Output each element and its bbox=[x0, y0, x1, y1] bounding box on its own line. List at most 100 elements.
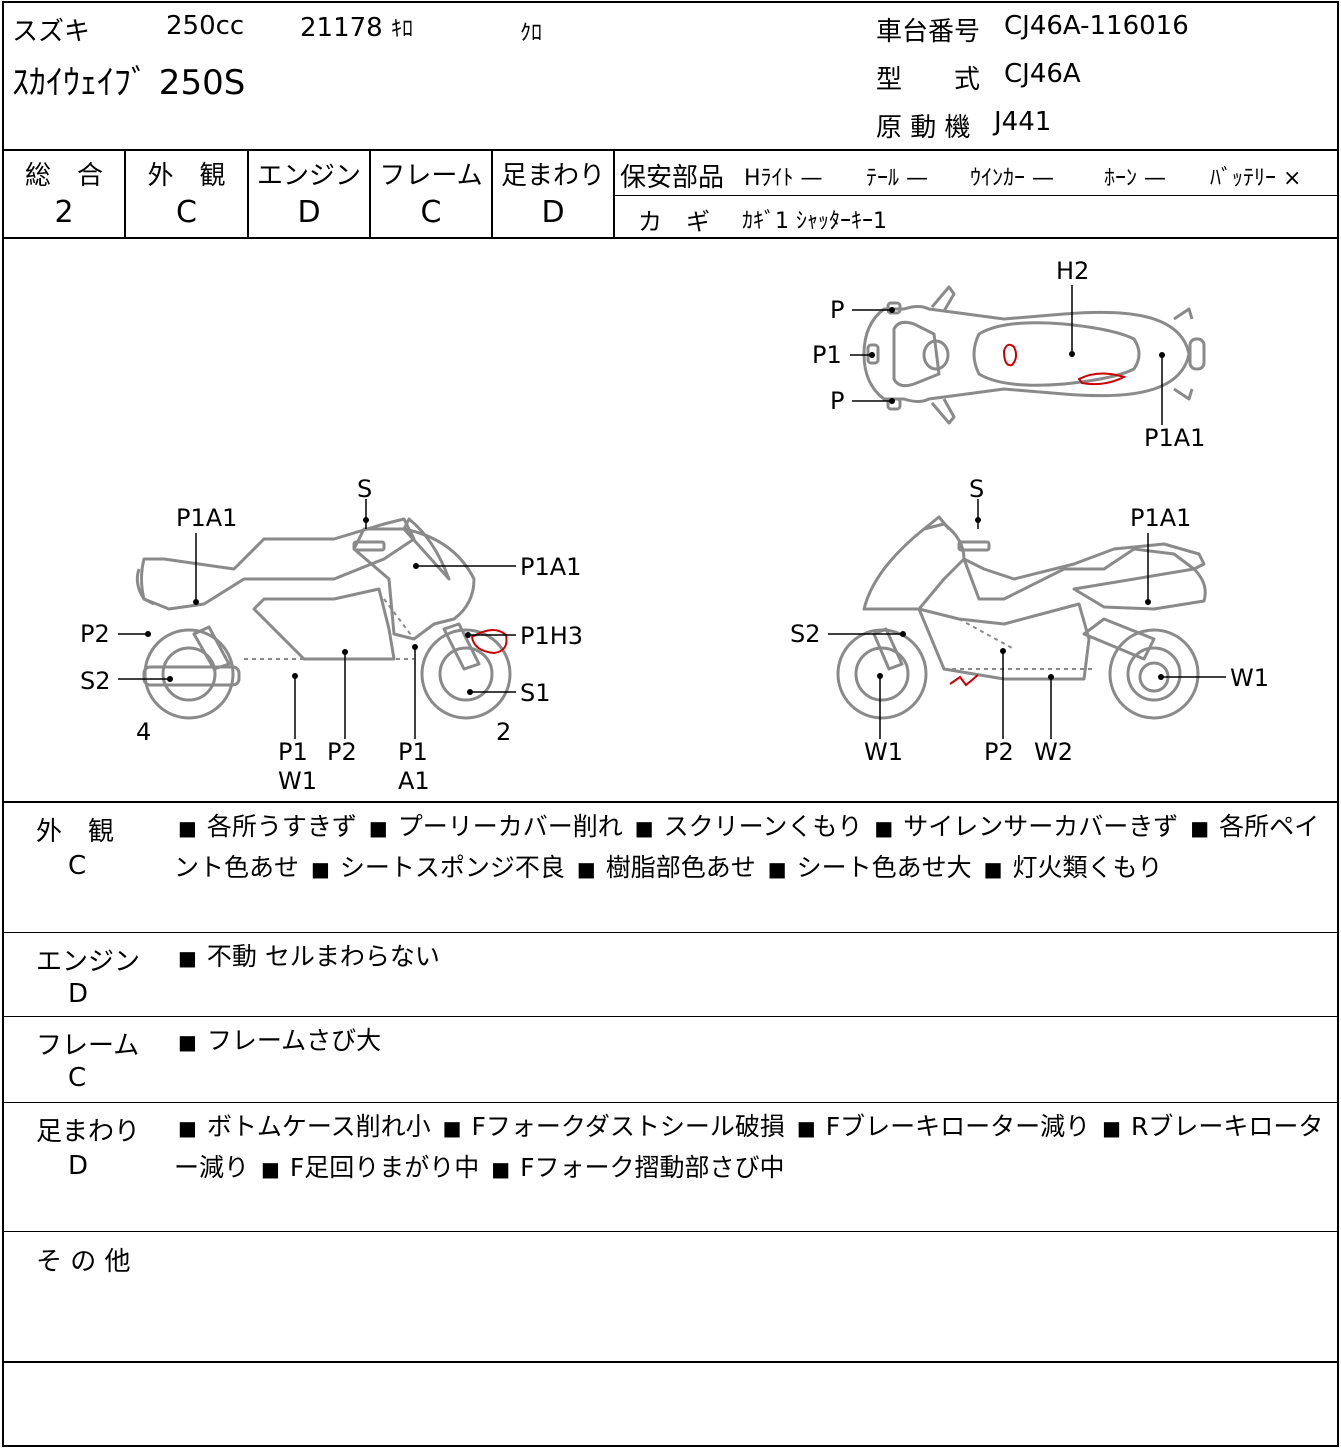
grade-suspension-value: D bbox=[541, 195, 565, 230]
list-item: ボトムケース削れ小 bbox=[206, 1112, 431, 1141]
label-p: P bbox=[830, 387, 844, 415]
label-s2: S2 bbox=[80, 667, 111, 695]
safety-winker: ｳｲﾝｶｰ — bbox=[970, 166, 1055, 191]
key-label: カ ギ bbox=[638, 208, 710, 236]
divider bbox=[4, 237, 1337, 239]
section-other-label: そ の 他 bbox=[36, 1247, 131, 1277]
divider bbox=[4, 1016, 1337, 1017]
label-p1a1: P1A1 bbox=[520, 553, 581, 581]
list-item: スクリーンくもり bbox=[663, 812, 863, 841]
maker: スズキ bbox=[12, 17, 91, 47]
left-view-labels: S P1A1 P1A1 P2 P1H3 S2 S1 4 2 P1 W1 P2 P… bbox=[80, 475, 583, 795]
label-p1a1: P1A1 bbox=[176, 504, 237, 532]
list-item: シート色あせ大 bbox=[796, 853, 972, 882]
mileage-value: 21178 bbox=[300, 13, 383, 43]
list-item: 樹脂部色あせ bbox=[605, 853, 756, 882]
list-item: 各所うすきず bbox=[206, 812, 357, 841]
displacement: 250cc bbox=[166, 11, 245, 41]
list-item: プーリーカバー削れ bbox=[397, 812, 623, 841]
safety-headlight: Hﾗｲﾄ — bbox=[744, 166, 823, 191]
grade-engine-label: エンジン bbox=[256, 161, 361, 191]
label-p2: P2 bbox=[984, 738, 1014, 766]
label-w2: W2 bbox=[1034, 738, 1073, 766]
grade-overall-value: 2 bbox=[54, 195, 74, 230]
engine-label: 原 動 機 bbox=[876, 113, 971, 143]
color: ｸﾛ bbox=[520, 21, 543, 46]
right-view-labels: S P1A1 S2 W1 W1 P2 W2 bbox=[790, 475, 1269, 766]
label-p1a1: P1A1 bbox=[1130, 504, 1191, 532]
section-exterior-grade: C bbox=[68, 851, 87, 881]
top-view-drawing bbox=[862, 285, 1206, 425]
top-view-labels: H2 P P1 P P1A1 bbox=[812, 257, 1205, 452]
label-s: S bbox=[357, 475, 372, 503]
list-item: シートスポンジ不良 bbox=[339, 853, 565, 882]
divider bbox=[247, 149, 249, 237]
safety-taillight: ﾃｰﾙ — bbox=[866, 166, 929, 191]
section-frame-grade: C bbox=[68, 1063, 87, 1093]
right-view-drawing bbox=[836, 499, 1207, 720]
label-s: S bbox=[969, 475, 984, 503]
divider bbox=[4, 1102, 1337, 1103]
label-p1a1: P1A1 bbox=[1144, 424, 1205, 452]
grade-overall-label: 総 合 bbox=[24, 161, 103, 191]
divider bbox=[369, 149, 371, 237]
label-p1h3: P1H3 bbox=[520, 622, 583, 650]
section-engine-grade: D bbox=[68, 979, 89, 1009]
label-s1: S1 bbox=[520, 679, 551, 707]
section-engine-items: ■不動 セルまわらない bbox=[178, 942, 440, 971]
grade-exterior-label: 外 観 bbox=[147, 161, 226, 191]
section-suspension-items: ■ボトムケース削れ小 ■Fフォークダストシール破損 ■Fブレーキローター減り ■… bbox=[174, 1112, 1324, 1182]
divider bbox=[4, 1231, 1337, 1232]
list-item: サイレンサーカバーきず bbox=[903, 812, 1179, 841]
section-suspension-label: 足まわり bbox=[36, 1117, 141, 1147]
label-p: P bbox=[830, 296, 844, 324]
list-item: 各所ペイント色あせ bbox=[174, 812, 1320, 882]
model-name: ｽｶｲｳｪｲﾌﾞ 250S bbox=[12, 63, 246, 103]
label-2: 2 bbox=[496, 718, 511, 746]
mileage: 21178 ｷﾛ bbox=[300, 11, 413, 43]
label-a1: A1 bbox=[398, 767, 430, 795]
type-value: CJ46A bbox=[1004, 59, 1081, 89]
divider bbox=[613, 149, 615, 237]
grade-exterior-value: C bbox=[176, 195, 197, 230]
scooter-diagram: .body { fill: none; stroke: #8a8a8a; str… bbox=[80, 257, 1269, 795]
label-h2: H2 bbox=[1056, 257, 1089, 285]
grade-frame-label: フレーム bbox=[379, 161, 483, 191]
section-frame-items: ■フレームさび大 bbox=[178, 1026, 382, 1055]
divider bbox=[4, 801, 1337, 803]
type-label: 型 式 bbox=[876, 65, 981, 95]
list-item: フレームさび大 bbox=[206, 1026, 382, 1055]
grade-engine-value: D bbox=[297, 195, 321, 230]
label-p1: P1 bbox=[278, 738, 308, 766]
label-p1: P1 bbox=[812, 341, 842, 369]
grade-frame-value: C bbox=[420, 195, 442, 230]
list-item: 不動 セルまわらない bbox=[206, 942, 440, 971]
left-view-drawing bbox=[135, 499, 512, 720]
grade-suspension-label: 足まわり bbox=[500, 161, 605, 191]
key-value: ｶｷﾞ1 ｼｬｯﾀｰｷｰ1 bbox=[742, 209, 887, 234]
engine-value: J441 bbox=[994, 107, 1052, 137]
list-item: Fフォークダストシール破損 bbox=[471, 1112, 785, 1141]
chassis-label: 車台番号 bbox=[876, 17, 981, 47]
label-w1: W1 bbox=[278, 767, 317, 795]
list-item: F足回りまがり中 bbox=[289, 1153, 480, 1182]
divider bbox=[615, 195, 1337, 196]
divider bbox=[4, 932, 1337, 933]
section-suspension-grade: D bbox=[68, 1151, 89, 1181]
divider bbox=[4, 149, 1337, 151]
label-s2: S2 bbox=[790, 620, 821, 648]
safety-label: 保安部品 bbox=[620, 163, 725, 193]
label-4: 4 bbox=[136, 718, 151, 746]
list-item: Fブレーキローター減り bbox=[825, 1112, 1091, 1141]
label-w1: W1 bbox=[1230, 664, 1269, 692]
section-exterior-label: 外 観 bbox=[36, 817, 115, 847]
label-p2: P2 bbox=[327, 738, 357, 766]
divider bbox=[4, 1361, 1337, 1363]
safety-horn: ﾎｰﾝ — bbox=[1104, 166, 1167, 191]
chassis-value: CJ46A-116016 bbox=[1004, 11, 1189, 41]
list-item: Rブレーキローター減り bbox=[174, 1112, 1324, 1182]
section-engine-label: エンジン bbox=[36, 947, 141, 977]
list-item: Fフォーク摺動部さび中 bbox=[520, 1153, 785, 1182]
section-exterior-items: ■各所うすきず ■プーリーカバー削れ ■スクリーンくもり ■サイレンサーカバーき… bbox=[174, 812, 1320, 882]
